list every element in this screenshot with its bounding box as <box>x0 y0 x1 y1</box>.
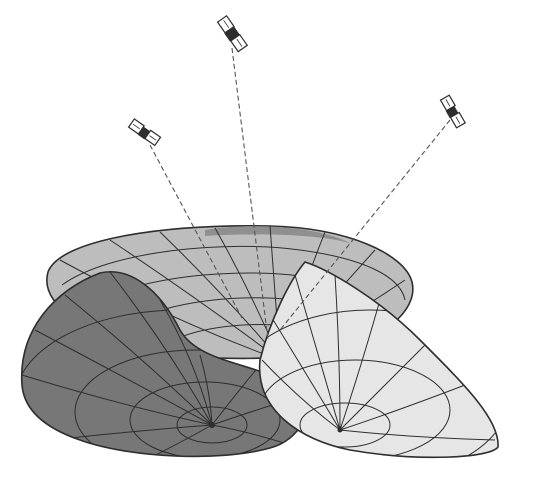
right-reflector-hub <box>338 428 343 433</box>
left-reflector-hub <box>209 422 215 428</box>
